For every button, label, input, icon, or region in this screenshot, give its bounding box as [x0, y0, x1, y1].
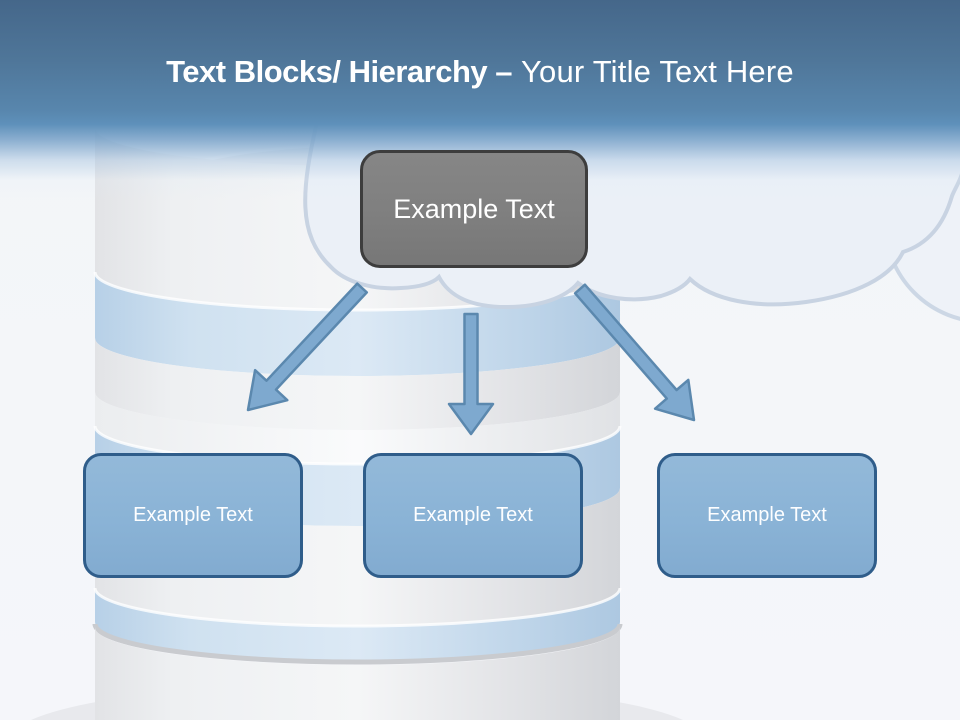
slide-title: Text Blocks/ Hierarchy – Your Title Text … — [0, 54, 960, 90]
child-text-block-2: Example Text — [363, 453, 583, 578]
child-text-block-1: Example Text — [83, 453, 303, 578]
child-text-block-2-label: Example Text — [413, 504, 533, 526]
child-text-block-1-label: Example Text — [133, 504, 253, 526]
root-text-block: Example Text — [360, 150, 588, 268]
slide-title-light: Your Title Text Here — [521, 54, 794, 89]
slide-title-bold: Text Blocks/ Hierarchy – — [166, 54, 512, 89]
child-text-block-3: Example Text — [657, 453, 877, 578]
child-text-block-3-label: Example Text — [707, 504, 827, 526]
root-text-block-label: Example Text — [393, 193, 555, 224]
